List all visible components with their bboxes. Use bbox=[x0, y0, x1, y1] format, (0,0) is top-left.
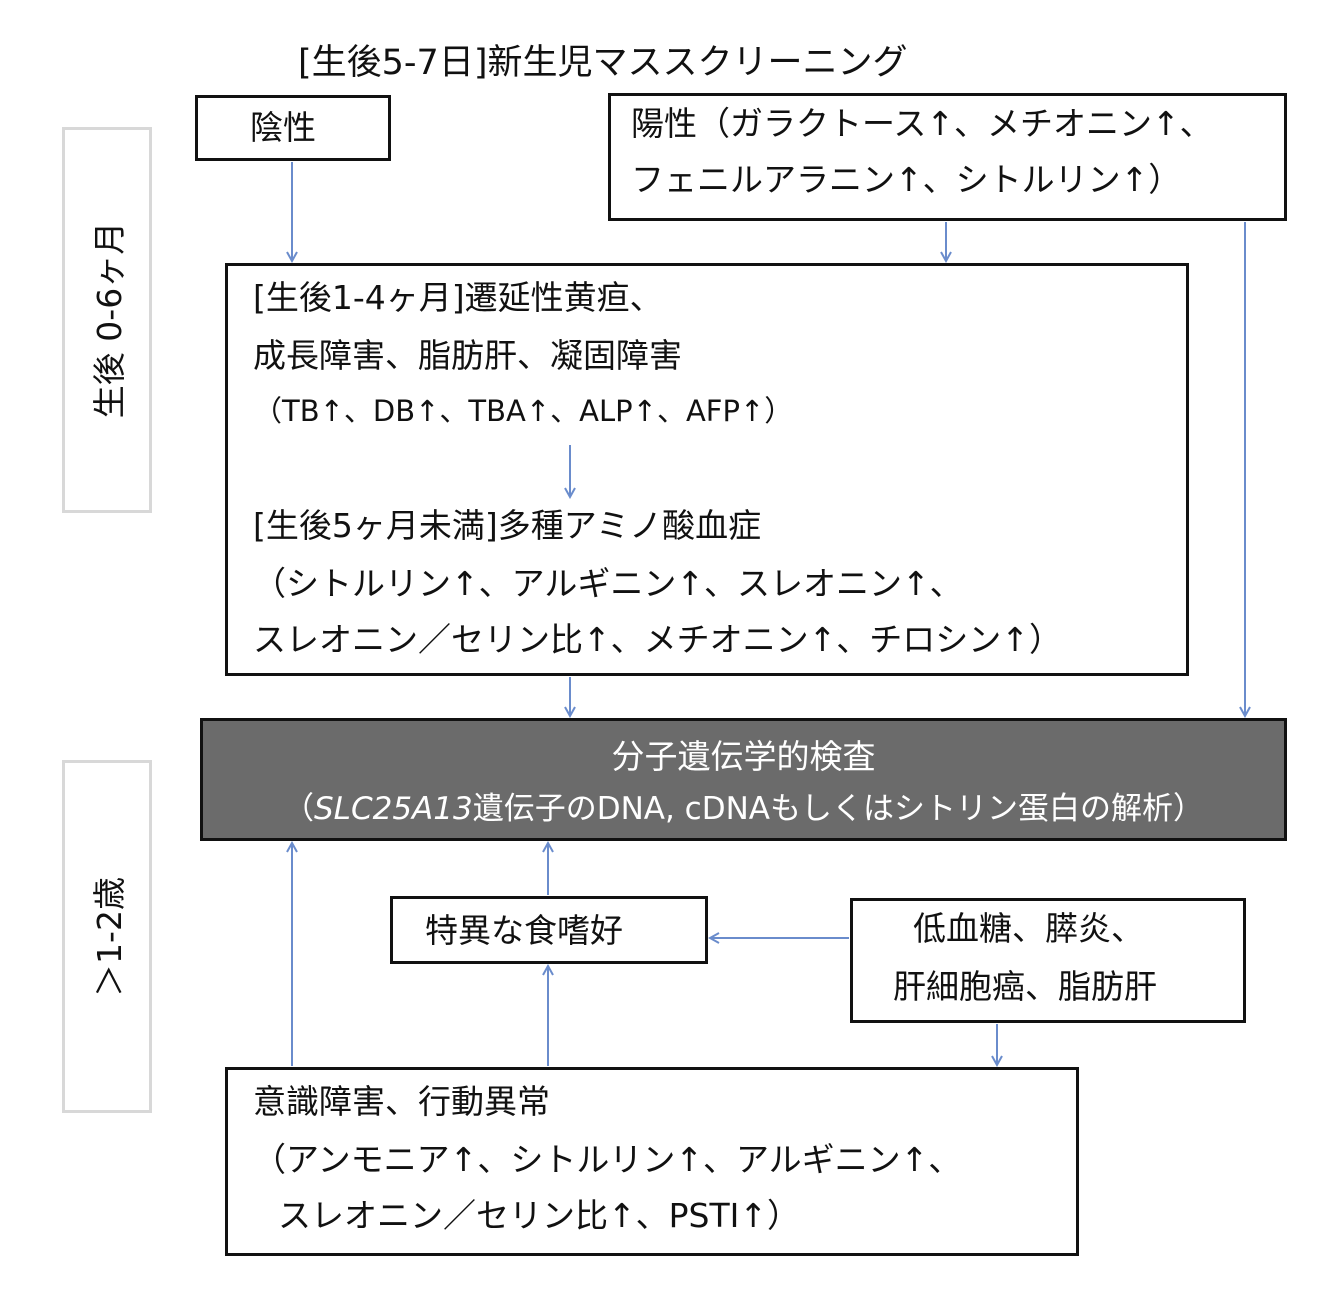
consciousness-line1: 意識障害、行動異常 bbox=[253, 1082, 550, 1121]
negative-text: 陰性 bbox=[250, 108, 316, 147]
infant-symptoms-box: [生後1-4ヶ月]遷延性黄疸、 成長障害、脂肪肝、凝固障害 （TB↑、DB↑、T… bbox=[225, 263, 1189, 676]
molecular-test-box: 分子遺伝学的検査 （SLC25A13遺伝子のDNA, cDNAもしくはシトリン蛋… bbox=[200, 718, 1287, 841]
consciousness-box: 意識障害、行動異常 （アンモニア↑、シトルリン↑、アルギニン↑、 スレオニン／セ… bbox=[225, 1067, 1079, 1256]
side-label-late: ＞1-2歳 bbox=[62, 760, 152, 1113]
positive-box: 陽性（ガラクトース↑、メチオニン↑、 フェニルアラニン↑、シトルリン↑） bbox=[608, 93, 1287, 221]
food-preference-text: 特異な食嗜好 bbox=[425, 911, 623, 950]
infant-line3: （TB↑、DB↑、TBA↑、ALP↑、AFP↑） bbox=[253, 394, 794, 428]
side-label-early: 生後 0-6ヶ月 bbox=[62, 127, 152, 513]
infant-line2: 成長障害、脂肪肝、凝固障害 bbox=[253, 336, 682, 375]
infant-line5: （シトルリン↑、アルギニン↑、スレオニン↑、 bbox=[253, 564, 963, 603]
sub-open: （ bbox=[283, 791, 314, 827]
diagram-title: [生後5-7日]新生児マススクリーニング bbox=[298, 43, 908, 83]
negative-box: 陰性 bbox=[195, 95, 391, 161]
molecular-test-title: 分子遺伝学的検査 bbox=[611, 737, 876, 776]
complications-line1: 低血糖、膵炎、 bbox=[913, 909, 1144, 948]
infant-line6: スレオニン／セリン比↑、メチオニン↑、チロシン↑） bbox=[253, 620, 1062, 659]
complications-box: 低血糖、膵炎、 肝細胞癌、脂肪肝 bbox=[850, 898, 1246, 1023]
molecular-test-subtitle: （SLC25A13遺伝子のDNA, cDNAもしくはシトリン蛋白の解析） bbox=[203, 791, 1284, 828]
positive-line1: 陽性（ガラクトース↑、メチオニン↑、 bbox=[631, 104, 1213, 143]
gene-name: SLC25A13 bbox=[314, 791, 473, 827]
infant-line4: [生後5ヶ月未満]多種アミノ酸血症 bbox=[253, 506, 762, 545]
sub-rest: 遺伝子のDNA, cDNAもしくはシトリン蛋白の解析） bbox=[472, 791, 1204, 827]
food-preference-box: 特異な食嗜好 bbox=[390, 896, 708, 964]
complications-line2: 肝細胞癌、脂肪肝 bbox=[893, 967, 1157, 1006]
positive-line2: フェニルアラニン↑、シトルリン↑） bbox=[631, 160, 1182, 199]
consciousness-line3: スレオニン／セリン比↑、PSTI↑） bbox=[278, 1196, 801, 1235]
consciousness-line2: （アンモニア↑、シトルリン↑、アルギニン↑、 bbox=[253, 1140, 962, 1179]
infant-line1: [生後1-4ヶ月]遷延性黄疸、 bbox=[253, 278, 663, 317]
